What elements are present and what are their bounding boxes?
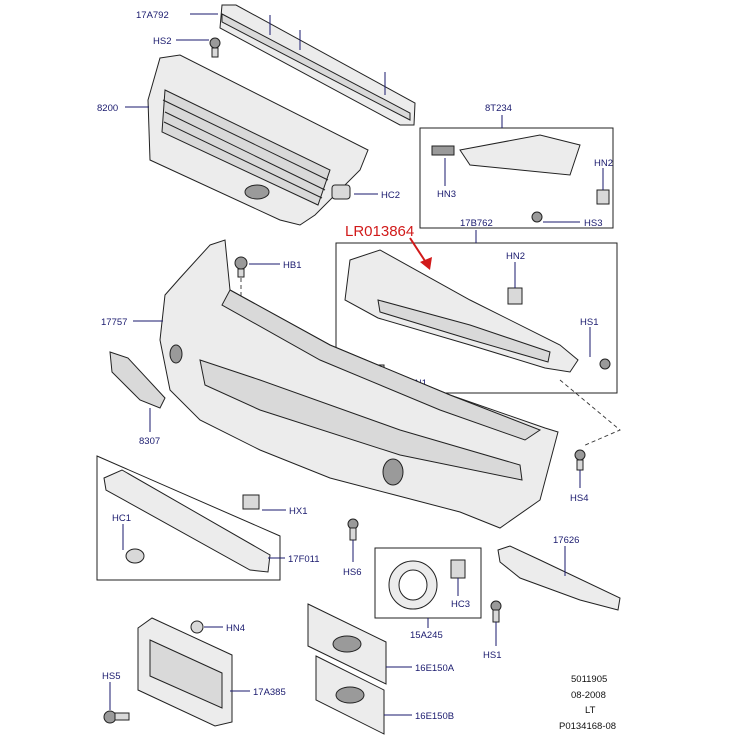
- label-17626: 17626: [553, 535, 579, 546]
- label-HC2: HC2: [381, 190, 400, 201]
- label-17757: 17757: [101, 317, 127, 328]
- side-grille-8307-part: [109, 351, 166, 409]
- label-HN3: HN3: [437, 189, 456, 200]
- label-HC3: HC3: [451, 599, 470, 610]
- footer-code: 5011905: [571, 674, 607, 685]
- label-HX1: HX1: [289, 506, 307, 517]
- hs3-bolt-part: [531, 211, 543, 223]
- label-HC1: HC1: [112, 513, 131, 524]
- reinforcement-17B762-part: [344, 249, 579, 373]
- trim-17F011-box: [96, 455, 281, 581]
- hs5-screw-part: [103, 710, 130, 724]
- hn2-clip-mid-part: [507, 287, 523, 305]
- label-8200: 8200: [97, 103, 118, 114]
- footer-lt: LT: [585, 705, 596, 716]
- label-HS5: HS5: [102, 671, 120, 682]
- hs1-screw-low-part: [490, 600, 502, 623]
- bracket-8T234-part: [431, 134, 581, 176]
- bracket-8T234-box: [419, 127, 614, 229]
- hs1-bolt-mid-part: [599, 358, 611, 370]
- footer-ref: P0134168-08: [559, 721, 616, 732]
- upper-beam-part: [219, 4, 416, 126]
- label-16E150A: 16E150A: [415, 663, 455, 674]
- label-8T234: 8T234: [485, 103, 512, 114]
- highlight-arrow: [409, 237, 432, 270]
- label-HS1-mid: HS1: [580, 317, 598, 328]
- side-trim-17626-part: [497, 545, 621, 611]
- hx1-clip-part: [242, 494, 260, 510]
- label-HS6: HS6: [343, 567, 361, 578]
- label-HN2-top: HN2: [594, 158, 613, 169]
- hc3-clip-part: [450, 559, 466, 579]
- hs6-screw-part: [347, 518, 359, 541]
- label-HN4: HN4: [226, 623, 245, 634]
- hc2-clip-part: [331, 184, 351, 200]
- label-17F011: 17F011: [288, 554, 320, 565]
- label-HS4: HS4: [570, 493, 588, 504]
- label-8307: 8307: [139, 436, 160, 447]
- hs4-bolt-part: [574, 449, 586, 471]
- hs2-bolt-part: [209, 37, 221, 58]
- label-HB1: HB1: [283, 260, 301, 271]
- plate-16E150A-part: [307, 603, 387, 685]
- hc1-clip-part: [125, 548, 145, 564]
- label-15A245: 15A245: [410, 630, 443, 641]
- label-HN2-mid: HN2: [506, 251, 525, 262]
- plate-16E150B-part: [315, 655, 385, 735]
- fog-bezel-15A245-part: [388, 560, 438, 610]
- label-17A792: 17A792: [136, 10, 169, 21]
- label-HS3: HS3: [584, 218, 602, 229]
- label-17B762: 17B762: [460, 218, 493, 229]
- grille-part: [147, 54, 369, 226]
- highlight-part-number: LR013864: [345, 223, 414, 240]
- hn2-clip-top-part: [596, 189, 610, 205]
- label-HS1-low: HS1: [483, 650, 501, 661]
- label-17A385: 17A385: [253, 687, 286, 698]
- label-16E150B: 16E150B: [415, 711, 454, 722]
- hn4-nut-part: [190, 620, 204, 634]
- footer-date: 08-2008: [571, 690, 606, 701]
- hb1-bolt-part: [234, 256, 248, 278]
- label-HS2: HS2: [153, 36, 171, 47]
- bumper-cover-part: [159, 239, 559, 529]
- trim-17F011-part: [103, 469, 271, 573]
- plate-bracket-17A385-part: [137, 617, 233, 727]
